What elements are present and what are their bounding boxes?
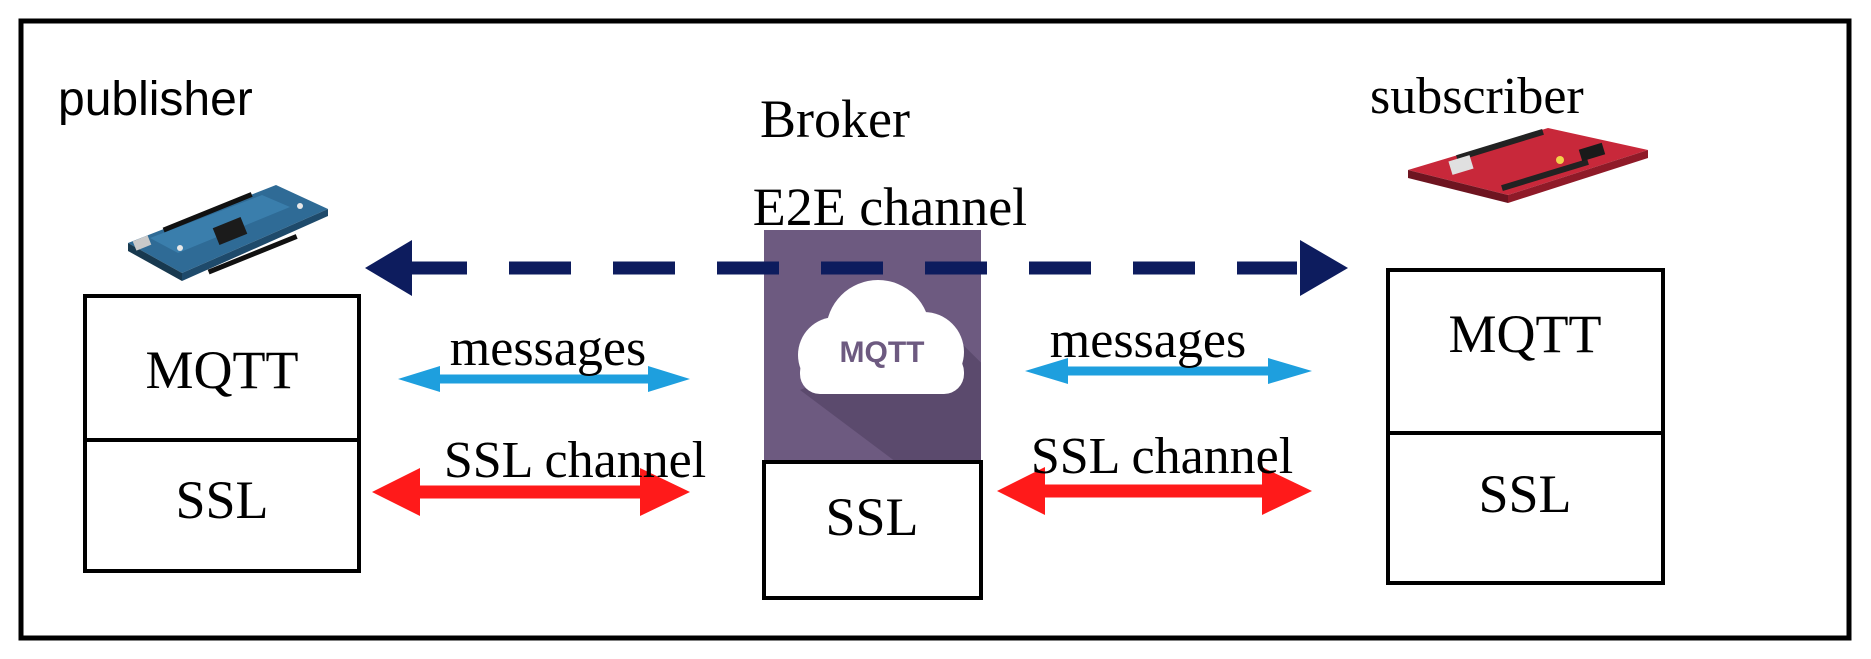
e2e-channel-label: E2E channel: [753, 177, 1027, 237]
publisher-ssl-layer: [83, 438, 361, 573]
right-messages-label: messages: [1050, 312, 1246, 369]
right-ssl-channel-label: SSL channel: [1031, 428, 1293, 485]
publisher-mqtt-label: MQTT: [146, 340, 299, 400]
right-ssl-channel-arrow: [997, 467, 1312, 515]
left-ssl-channel-label: SSL channel: [444, 432, 706, 489]
red-dev-board-icon: [1408, 128, 1648, 203]
e2e-channel-arrow: [365, 240, 1348, 296]
publisher-title: publisher: [58, 73, 253, 126]
subscriber-mqtt-layer: [1386, 268, 1665, 435]
broker-ssl-layer: [762, 460, 983, 600]
left-messages-arrow: [398, 366, 690, 392]
broker-logo-text: MQTT: [840, 336, 925, 369]
arduino-mega-board-icon: [128, 185, 328, 281]
publisher-mqtt-layer: [83, 294, 361, 442]
publisher-ssl-label: SSL: [175, 470, 268, 530]
subscriber-title: subscriber: [1370, 68, 1584, 125]
broker-ssl-label: SSL: [825, 487, 918, 547]
right-messages-arrow: [1025, 358, 1312, 384]
left-messages-label: messages: [450, 320, 646, 377]
left-ssl-channel-arrow: [372, 468, 690, 516]
subscriber-ssl-layer: [1386, 431, 1665, 585]
subscriber-ssl-label: SSL: [1478, 464, 1571, 524]
broker-title: Broker: [760, 89, 910, 149]
subscriber-mqtt-label: MQTT: [1449, 304, 1602, 364]
